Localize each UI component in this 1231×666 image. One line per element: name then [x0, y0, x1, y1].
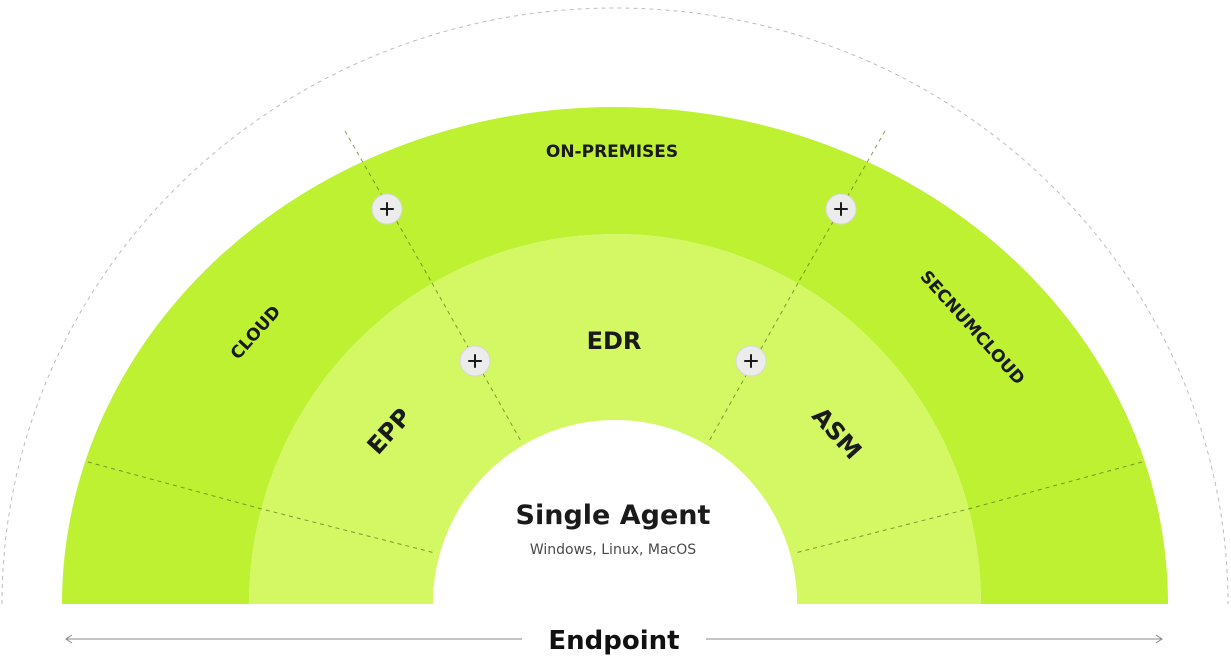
separator-line	[797, 130, 886, 284]
separator-line	[344, 130, 433, 284]
expand-button[interactable]	[735, 345, 767, 377]
plus-icon	[834, 202, 848, 216]
inner-segment-label-edr: EDR	[587, 327, 642, 355]
endpoint-label: Endpoint	[548, 626, 679, 656]
center-title: Single Agent	[516, 500, 711, 531]
expand-button[interactable]	[459, 345, 491, 377]
separator-line	[257, 507, 436, 554]
center-core	[433, 420, 797, 604]
plus-icon	[380, 202, 394, 216]
outer-guide-arc	[1, 7, 1229, 605]
separator-line	[794, 507, 973, 554]
separator-line	[87, 461, 259, 509]
arrow-right-icon	[1155, 634, 1163, 644]
expand-button[interactable]	[825, 193, 857, 225]
separator-line	[971, 461, 1143, 509]
inner-ring	[249, 234, 981, 604]
endpoint-axis: Endpoint	[65, 626, 1163, 656]
outer-ring	[62, 107, 1168, 604]
arrow-left-icon	[65, 634, 73, 644]
plus-icon	[744, 354, 758, 368]
expand-button[interactable]	[371, 193, 403, 225]
plus-icon	[468, 354, 482, 368]
outer-segment-label-on-premises: ON-PREMISES	[546, 142, 678, 162]
center-subtitle: Windows, Linux, MacOS	[530, 542, 696, 558]
